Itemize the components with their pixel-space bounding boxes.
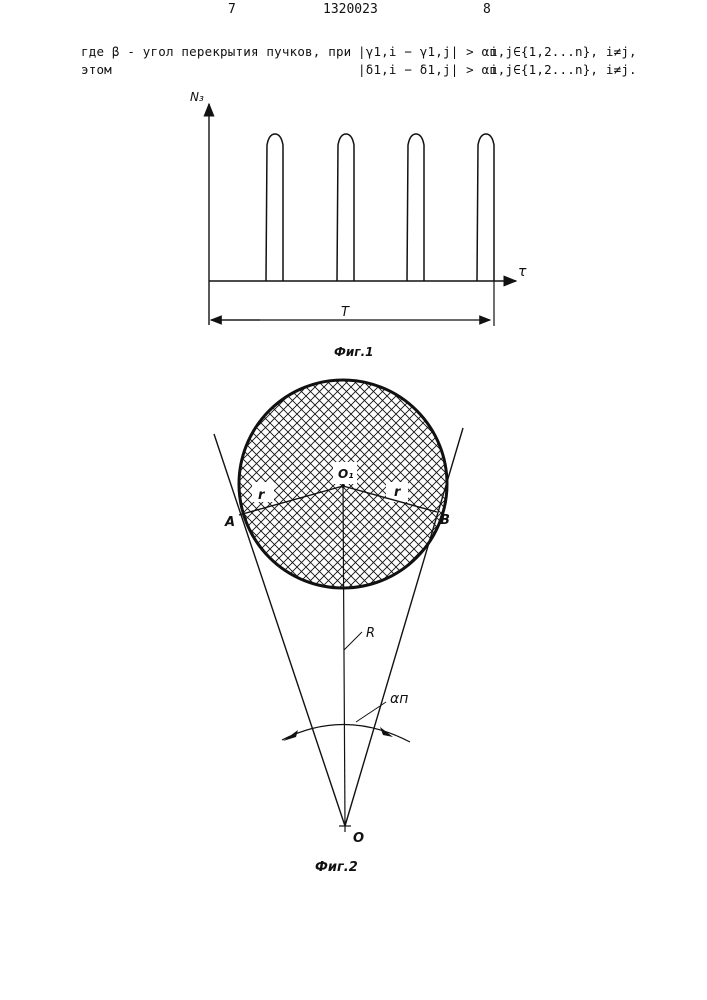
x-axis-label: τ — [518, 264, 527, 280]
figure-1: N₃ τ T Фиг.1 — [190, 90, 527, 359]
pulse-4 — [477, 134, 494, 281]
pulse-2 — [337, 134, 354, 281]
label-point-B: B — [440, 513, 450, 528]
label-radius-R: R — [366, 626, 375, 641]
figure-1-caption: Фиг.1 — [334, 345, 374, 359]
label-origin-O: O — [353, 831, 364, 846]
alpha-leader — [356, 702, 386, 722]
R-leader — [344, 632, 362, 650]
period-label: T — [341, 305, 350, 320]
label-point-A: A — [224, 515, 235, 530]
pulse-1 — [266, 134, 283, 281]
angle-arrow-left — [283, 730, 298, 741]
pulse-3 — [407, 134, 424, 281]
center-point-O1 — [341, 484, 345, 488]
label-angle-alpha: αп — [390, 691, 408, 707]
figure-2: A B O₁ r r R αп O Фиг.2 — [214, 380, 463, 875]
angle-arrow-right — [380, 727, 393, 737]
label-center-O1: O₁ — [338, 467, 353, 481]
y-axis-label: N₃ — [190, 90, 204, 104]
figure-2-caption: Фиг.2 — [315, 860, 358, 875]
angle-arc — [282, 724, 410, 742]
